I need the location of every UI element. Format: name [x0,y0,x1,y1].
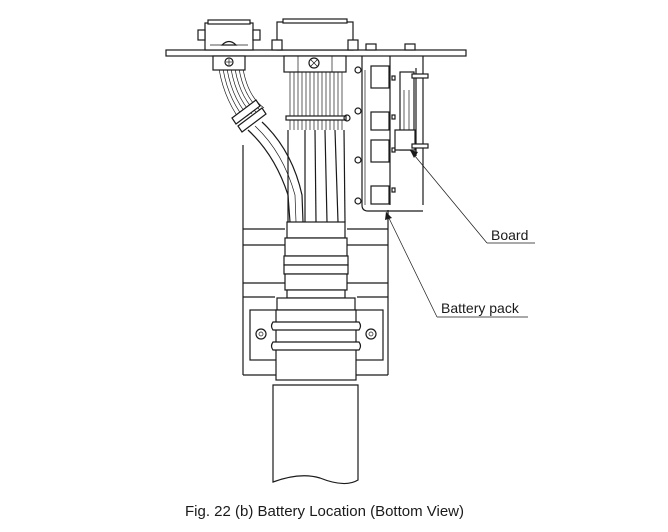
center-connector [271,18,359,73]
mounting-plate [165,49,467,57]
lower-housing [242,145,389,376]
cable-gland [270,221,362,381]
board-callout: Board [409,149,535,244]
board-label: Board [491,227,528,243]
battery-pack-label: Battery pack [441,300,520,316]
straight-cable-bundle [285,72,351,223]
main-cable [272,384,359,485]
left-connector [197,19,261,71]
board-bracket [361,43,424,212]
figure-caption: Fig. 22 (b) Battery Location (Bottom Vie… [185,503,464,520]
battery-pack-callout: Battery pack [385,211,528,318]
circuit-board [394,68,429,156]
battery-pack [354,65,396,205]
